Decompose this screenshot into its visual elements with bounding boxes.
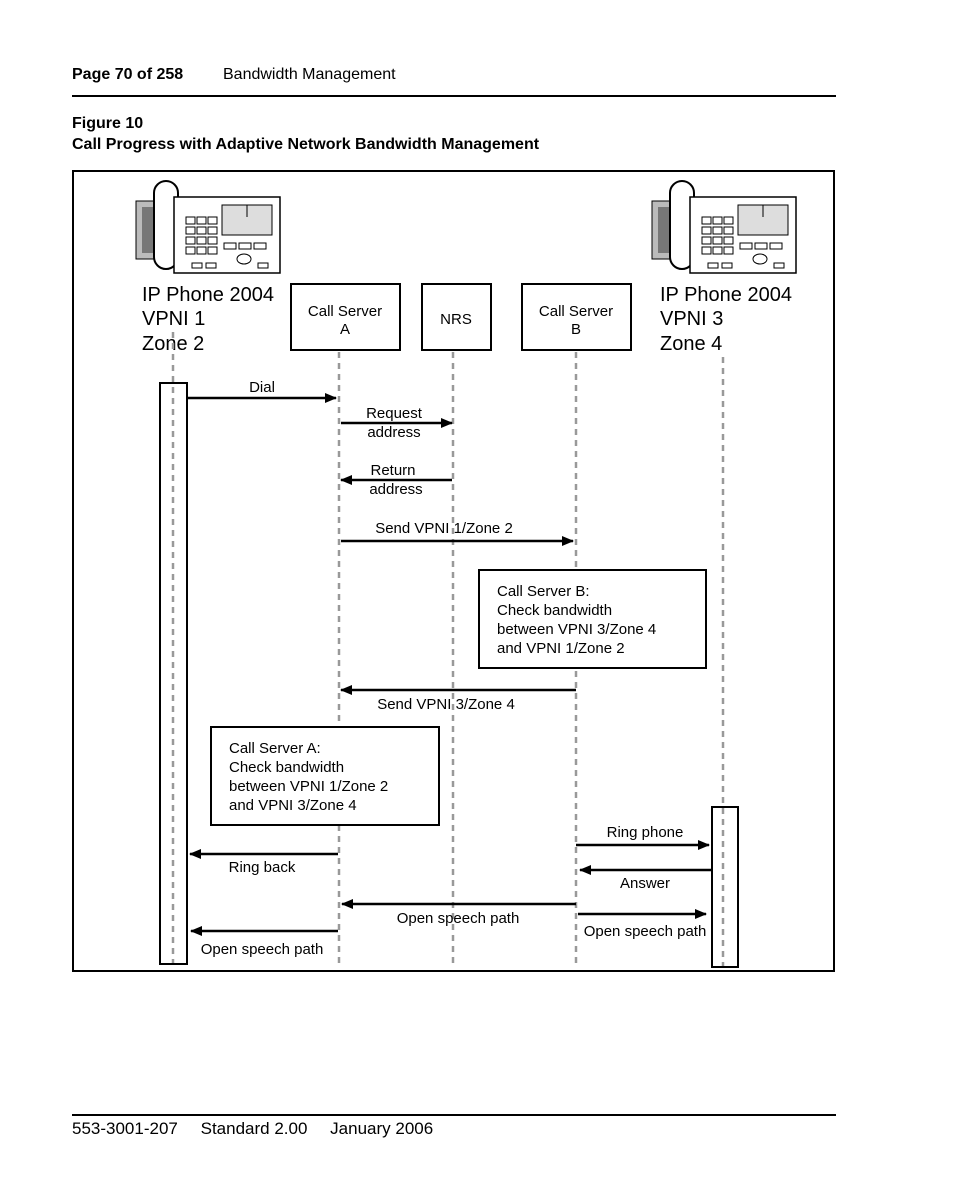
page-header: Page 70 of 258 Bandwidth Management bbox=[72, 66, 396, 84]
page-number: Page 70 of 258 bbox=[72, 66, 184, 83]
page-footer: 553-3001-207 Standard 2.00 January 2006 bbox=[72, 1119, 451, 1139]
note-a-line-1: Call Server A: bbox=[229, 740, 321, 757]
note-a-line-3: between VPNI 1/Zone 2 bbox=[229, 778, 388, 795]
call-server-a-box bbox=[290, 283, 401, 351]
label-answer: Answer bbox=[620, 875, 670, 892]
call-server-b-label-2: B bbox=[571, 321, 581, 338]
figure-title: Call Progress with Adaptive Network Band… bbox=[72, 136, 540, 153]
label-request-1: Request bbox=[366, 405, 423, 422]
figure-number: Figure 10 bbox=[72, 115, 144, 132]
label-return-1: Return bbox=[370, 462, 415, 479]
phone-left-label-1: IP Phone 2004 bbox=[142, 284, 274, 306]
note-b-line-1: Call Server B: bbox=[497, 583, 590, 600]
label-send-vpni1: Send VPNI 1/Zone 2 bbox=[375, 520, 513, 537]
note-b-line-4: and VPNI 1/Zone 2 bbox=[497, 640, 625, 657]
note-b-line-2: Check bandwidth bbox=[497, 602, 612, 619]
call-server-a-label-2: A bbox=[340, 321, 350, 338]
ip-phone-left-icon bbox=[135, 180, 281, 274]
ip-phone-right-icon bbox=[651, 180, 797, 274]
note-a-line-2: Check bandwidth bbox=[229, 759, 344, 776]
call-server-a-label-1: Call Server bbox=[308, 303, 382, 320]
nrs-box bbox=[421, 283, 492, 351]
phone-left-label-2: VPNI 1 bbox=[142, 308, 205, 330]
doc-number: 553-3001-207 bbox=[72, 1119, 178, 1138]
activation-bar-left bbox=[159, 382, 188, 965]
publish-date: January 2006 bbox=[330, 1119, 434, 1138]
section-title: Bandwidth Management bbox=[223, 66, 396, 83]
phone-right-label-3: Zone 4 bbox=[660, 333, 722, 355]
standard-version: Standard 2.00 bbox=[200, 1119, 308, 1138]
label-ring-phone: Ring phone bbox=[607, 824, 684, 841]
label-open-speech-right: Open speech path bbox=[584, 923, 707, 940]
footer-rule bbox=[72, 1114, 836, 1116]
note-a-line-4: and VPNI 3/Zone 4 bbox=[229, 797, 357, 814]
label-open-speech-center: Open speech path bbox=[397, 910, 520, 927]
label-dial: Dial bbox=[249, 379, 275, 396]
label-request-2: address bbox=[367, 424, 420, 441]
call-server-b-label-1: Call Server bbox=[539, 303, 613, 320]
nrs-label: NRS bbox=[440, 311, 472, 328]
note-b-line-3: between VPNI 3/Zone 4 bbox=[497, 621, 656, 638]
diagram-canvas: IP Phone 2004 VPNI 1 Zone 2 IP Phone 200… bbox=[135, 180, 797, 968]
label-ring-back: Ring back bbox=[229, 859, 296, 876]
header-rule bbox=[72, 95, 836, 97]
phone-right-label-1: IP Phone 2004 bbox=[660, 284, 792, 306]
note-call-server-b bbox=[478, 569, 707, 669]
note-call-server-a bbox=[210, 726, 440, 826]
call-server-b-box bbox=[521, 283, 632, 351]
call-flow-diagram: IP Phone 2004 VPNI 1 Zone 2 IP Phone 200… bbox=[72, 170, 835, 972]
phone-right-label-2: VPNI 3 bbox=[660, 308, 723, 330]
label-send-vpni3: Send VPNI 3/Zone 4 bbox=[377, 696, 515, 713]
label-return-2: address bbox=[369, 481, 422, 498]
activation-bar-right bbox=[711, 806, 739, 968]
label-open-speech-left: Open speech path bbox=[201, 941, 324, 958]
